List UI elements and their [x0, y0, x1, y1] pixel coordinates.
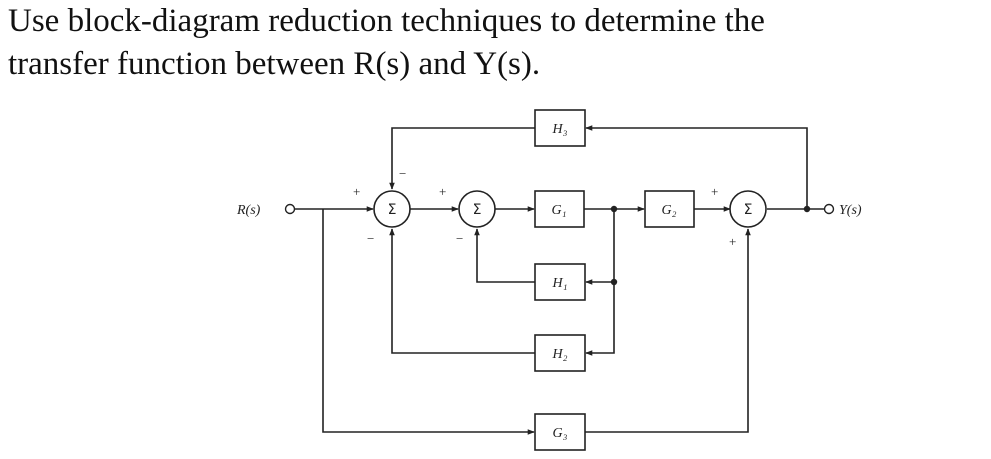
wire-takeoff-to-h2 [585, 282, 615, 356]
question-line-2: transfer function between R(s) and Y(s). [8, 46, 541, 82]
summing-junction-3: Σ [729, 190, 767, 228]
summer-symbol: Σ [744, 202, 753, 218]
block-h3: H₃ [534, 109, 586, 147]
block-g1: G₁ [534, 190, 585, 228]
input-label: R(s) [236, 203, 261, 218]
block-h1-label: H₁ [552, 276, 568, 291]
wire-h3-to-sum1 [389, 127, 535, 190]
output-label: Y(s) [839, 203, 862, 218]
block-h2-label: H₂ [552, 347, 568, 362]
block-g2-label: G₂ [662, 203, 677, 218]
summing-junction-1: Σ [373, 190, 411, 228]
block-h1: H₁ [534, 263, 586, 301]
summing-junction-2: Σ [458, 190, 496, 228]
summer-symbol: Σ [473, 202, 482, 218]
wire-h1-to-sum2 [474, 228, 535, 283]
takeoff-point-h1h2 [610, 278, 618, 286]
wire-output-to-h3 [585, 125, 808, 209]
signal-wires [295, 125, 825, 435]
summer-symbol: Σ [388, 202, 397, 218]
sign-sum1-top: − [399, 166, 406, 181]
wire-r-to-g3 [322, 209, 535, 435]
input-terminal [284, 203, 296, 215]
block-h2: H₂ [534, 334, 586, 372]
sign-sum3-left: + [711, 184, 718, 199]
block-g3: G₃ [534, 413, 586, 451]
block-g1-label: G₁ [552, 203, 567, 218]
sign-sum1-bottom: − [367, 231, 374, 246]
wire-g3-to-sum3 [585, 228, 751, 433]
block-h3-label: H₃ [552, 122, 568, 137]
sign-sum2-left: + [439, 184, 446, 199]
output-terminal [823, 203, 835, 215]
wire-h2-to-sum1 [389, 228, 535, 354]
takeoff-point-g1 [610, 205, 618, 213]
question-line-1: Use block-diagram reduction techniques t… [8, 3, 765, 39]
sign-sum3-bottom: + [729, 234, 736, 249]
sign-sum2-bottom: − [456, 231, 463, 246]
takeoff-point-output [803, 205, 811, 213]
question-text: Use block-diagram reduction techniques t… [8, 0, 983, 86]
sign-sum1-left: + [353, 184, 360, 199]
block-g2: G₂ [644, 190, 695, 228]
block-g3-label: G₃ [553, 426, 568, 441]
